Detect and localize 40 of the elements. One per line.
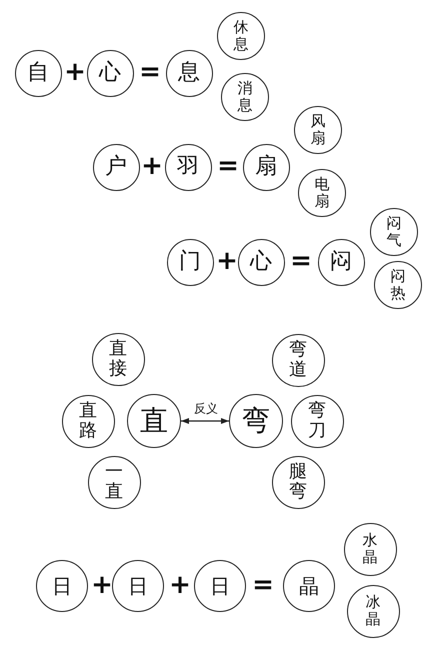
character-circle: 弯刀 — [290, 394, 344, 448]
character-circle: 弯道 — [272, 334, 324, 386]
character-circle: 一直 — [88, 456, 140, 508]
character-circle: 户 — [92, 144, 140, 190]
equals-sign: = — [139, 59, 161, 85]
double-arrow — [181, 418, 229, 424]
character-circle: 自 — [14, 50, 62, 96]
character-circle: 冰晶 — [346, 584, 400, 638]
character-circle: 消息 — [221, 73, 269, 121]
character-circle: 羽 — [164, 144, 212, 190]
character-circle: 心 — [238, 238, 284, 286]
character-circle: 腿弯 — [272, 456, 324, 508]
equals-sign: = — [217, 153, 239, 179]
equals-sign: = — [290, 248, 312, 274]
character-circle: 晶 — [283, 560, 335, 612]
plus-sign: + — [169, 572, 191, 598]
character-circle: 日 — [112, 560, 164, 612]
character-circle: 息 — [166, 50, 212, 96]
character-circle: 心 — [86, 50, 134, 96]
equals-sign: = — [252, 572, 274, 598]
character-circle: 直 — [127, 394, 181, 448]
plus-sign: + — [91, 572, 113, 598]
character-circle: 闷气 — [370, 208, 418, 256]
character-circle: 水晶 — [344, 522, 396, 576]
character-circle: 门 — [166, 238, 214, 286]
character-circle: 电扇 — [298, 169, 346, 217]
plus-sign: + — [141, 153, 163, 179]
character-circle: 日 — [36, 560, 88, 612]
character-circle: 扇 — [242, 144, 290, 190]
character-circle: 弯 — [229, 394, 283, 448]
character-circle: 闷 — [318, 238, 364, 286]
edge-label: 反义 — [192, 402, 220, 416]
plus-sign: + — [216, 248, 238, 274]
character-circle: 闷热 — [374, 261, 422, 309]
character-circle: 日 — [194, 560, 246, 612]
character-circle: 休息 — [217, 12, 265, 60]
character-circle: 直接 — [92, 332, 144, 386]
character-circle: 风扇 — [294, 106, 342, 154]
plus-sign: + — [64, 59, 86, 85]
character-circle: 直路 — [62, 394, 114, 448]
